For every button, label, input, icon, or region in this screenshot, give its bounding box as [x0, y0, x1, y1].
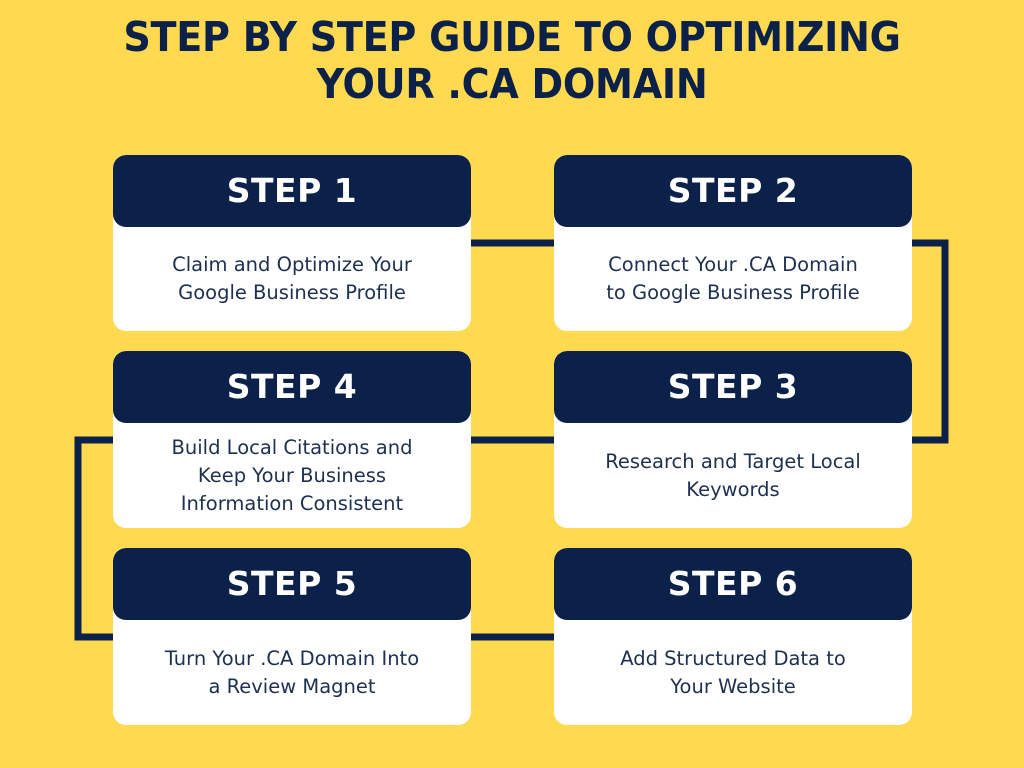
- step-card-3-description: Research and Target Local Keywords: [605, 449, 861, 501]
- step-card-2-body: Connect Your .CA Domain to Google Busine…: [554, 227, 912, 331]
- step-card-5-body: Turn Your .CA Domain Into a Review Magne…: [113, 620, 471, 725]
- step-card-4-description: Build Local Citations and Keep Your Busi…: [171, 435, 413, 515]
- page-title: STEP BY STEP GUIDE TO OPTIMIZING YOUR .C…: [62, 14, 962, 108]
- step-card-2-description: Connect Your .CA Domain to Google Busine…: [606, 253, 860, 304]
- step-card-1-header: STEP 1: [113, 155, 471, 227]
- step-card-3-body: Research and Target Local Keywords: [554, 423, 912, 528]
- step-card-1-description: Claim and Optimize Your Google Business …: [172, 253, 412, 304]
- step-card-6-title: STEP 6: [667, 564, 799, 603]
- connector-step2-to-step3: [906, 239, 949, 444]
- page-title-line-1: STEP BY STEP GUIDE TO OPTIMIZING: [123, 13, 901, 61]
- step-card-3-title: STEP 3: [667, 367, 799, 406]
- step-card-2-header: STEP 2: [554, 155, 912, 227]
- step-card-4-title: STEP 4: [226, 367, 358, 406]
- step-card-5[interactable]: STEP 5 Turn Your .CA Domain Into a Revie…: [113, 548, 471, 725]
- step-card-2-title: STEP 2: [667, 171, 799, 210]
- step-card-5-title: STEP 5: [226, 564, 358, 603]
- page-title-line-2: YOUR .CA DOMAIN: [316, 60, 708, 108]
- step-card-4-header: STEP 4: [113, 351, 471, 423]
- step-card-6-header: STEP 6: [554, 548, 912, 620]
- connector-step4-to-step5: [74, 436, 119, 641]
- step-card-5-description: Turn Your .CA Domain Into a Review Magne…: [164, 646, 420, 698]
- step-card-3-header: STEP 3: [554, 351, 912, 423]
- step-card-1-body: Claim and Optimize Your Google Business …: [113, 227, 471, 331]
- step-card-3[interactable]: STEP 3 Research and Target Local Keyword…: [554, 351, 912, 528]
- step-card-4[interactable]: STEP 4 Build Local Citations and Keep Yo…: [113, 351, 471, 528]
- step-card-2[interactable]: STEP 2 Connect Your .CA Domain to Google…: [554, 155, 912, 331]
- step-card-5-header: STEP 5: [113, 548, 471, 620]
- step-card-4-body: Build Local Citations and Keep Your Busi…: [113, 423, 471, 528]
- step-card-1-title: STEP 1: [226, 171, 358, 210]
- step-card-6-description: Add Structured Data to Your Website: [620, 646, 846, 698]
- step-card-6[interactable]: STEP 6 Add Structured Data to Your Websi…: [554, 548, 912, 725]
- step-card-1[interactable]: STEP 1 Claim and Optimize Your Google Bu…: [113, 155, 471, 331]
- step-card-6-body: Add Structured Data to Your Website: [554, 620, 912, 725]
